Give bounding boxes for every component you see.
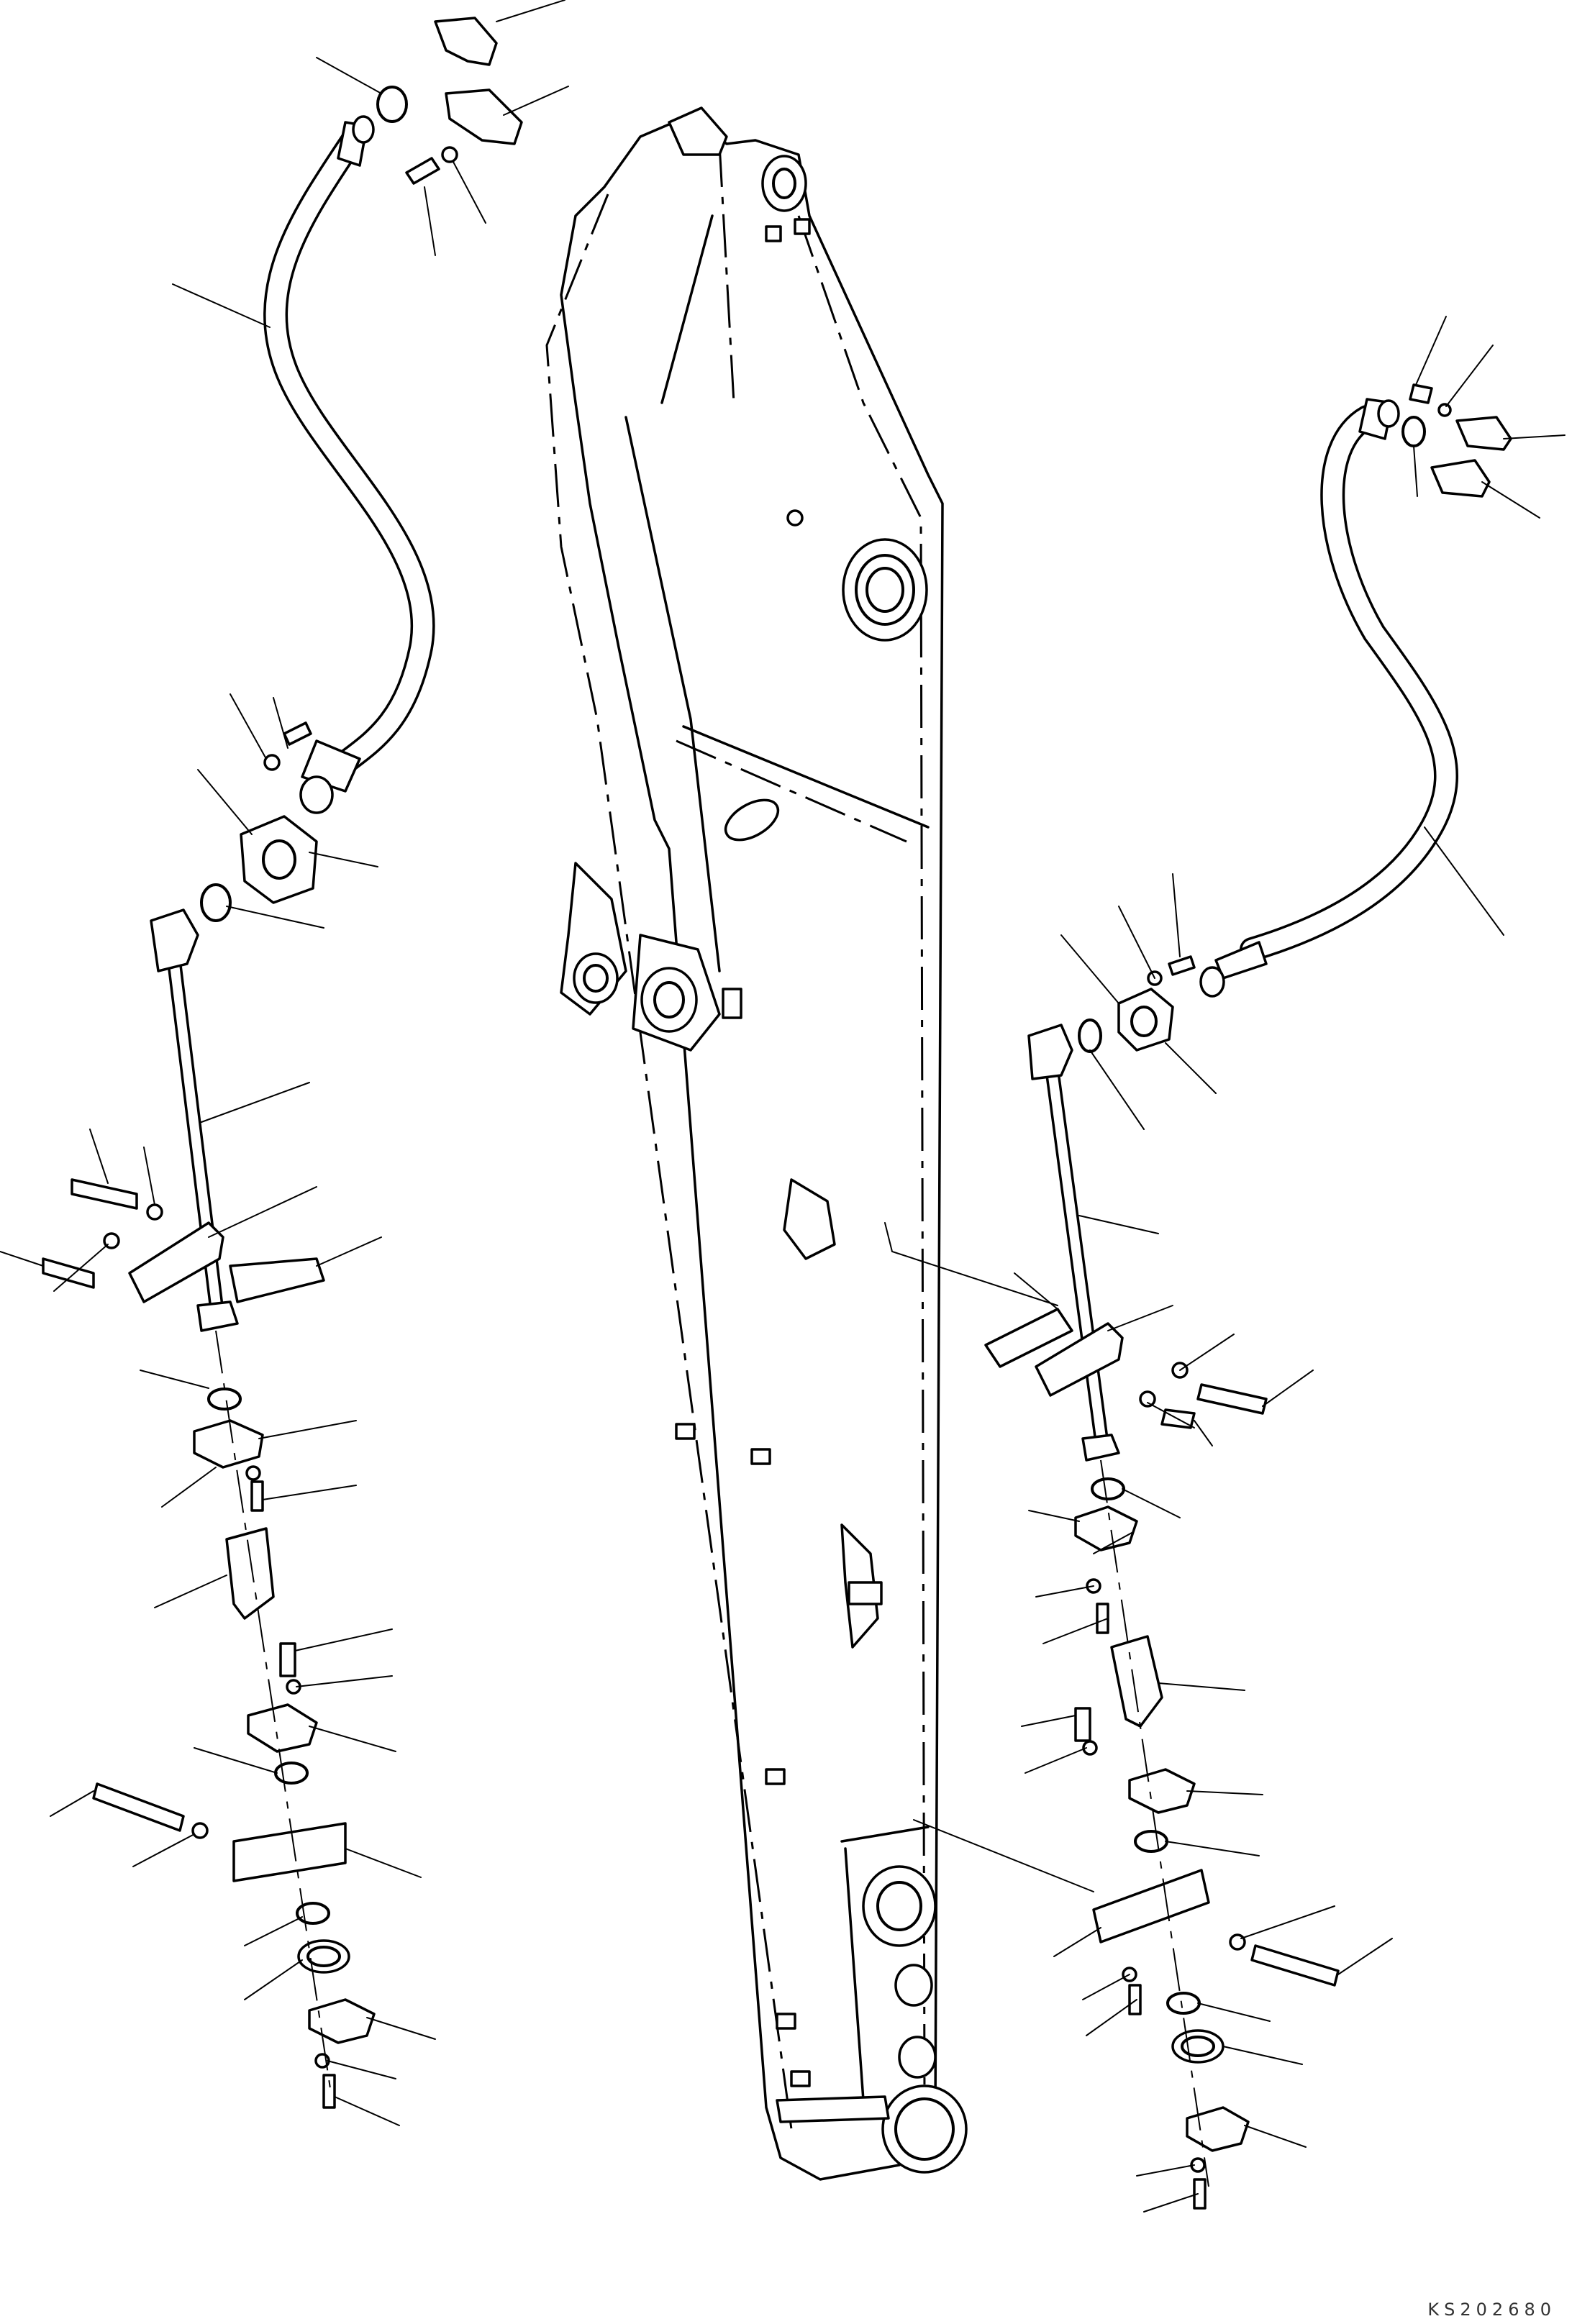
o-ring-right-3 <box>1166 1992 1201 2015</box>
o-ring-right-1 <box>1091 1477 1125 1500</box>
split-flange-right-1 <box>1074 1505 1138 1551</box>
pipe-end-flange-right <box>1081 1434 1120 1462</box>
pipe-end-flange-left <box>196 1300 239 1332</box>
split-flange-left-1 <box>193 1419 264 1469</box>
manifold-plate-left <box>232 1822 347 1882</box>
o-ring-left-2 <box>274 1762 309 1785</box>
boom-lower-pin-boss <box>862 1865 937 1947</box>
o-ring-top-left <box>376 86 408 123</box>
split-flange-right-3 <box>1186 2106 1250 2152</box>
long-bolt-left <box>92 1782 185 1832</box>
pipe-elbow-top-right <box>1027 1024 1073 1080</box>
left-hydraulic-line <box>42 17 523 2109</box>
hose-clamp-upper-right <box>1455 416 1512 451</box>
clamp-bolt-left-1 <box>71 1178 138 1210</box>
split-flange-left-3 <box>308 1998 376 2044</box>
pipe-clamp-bar-left <box>229 1257 325 1303</box>
right-hydraulic-line <box>984 383 1512 2210</box>
hydraulic-valve-block-right <box>1110 1635 1163 1728</box>
boom-structure <box>545 106 1094 2181</box>
pipe-clamp-left <box>128 1221 224 1303</box>
leader-lines <box>0 0 1566 2213</box>
o-ring-right-2 <box>1134 1830 1168 1853</box>
manifold-plate-right <box>1092 1869 1210 1943</box>
drawing-code-label: KS202680 <box>1427 2300 1556 2320</box>
o-ring-left-1 <box>207 1387 242 1411</box>
boom-clamp-bracket-upper <box>783 1178 836 1260</box>
seal-ring-right <box>1171 2029 1225 2064</box>
split-flange-left-2 <box>247 1703 318 1753</box>
o-ring-top-right <box>1401 416 1426 447</box>
clamp-bolt-right-1 <box>1196 1383 1268 1415</box>
pipe-clamp-bar-right <box>984 1308 1073 1368</box>
split-flange-left <box>240 815 318 904</box>
hose-clamp-lower-right <box>1430 459 1491 498</box>
boom-top-bracket <box>668 106 728 156</box>
hydraulic-valve-block-left <box>225 1527 275 1620</box>
split-flange-right-2 <box>1128 1768 1196 1814</box>
o-ring-left-3 <box>296 1902 330 1925</box>
pipe-clamp-right <box>1035 1322 1124 1397</box>
boom-top-pin-boss <box>761 155 807 212</box>
bolt-top-left <box>405 157 440 185</box>
seal-ring-left <box>297 1939 350 1974</box>
hose-clamp-lower-left <box>445 88 523 145</box>
long-bolt-right <box>1250 1944 1340 1987</box>
pipe-elbow-top-left <box>150 908 199 972</box>
hose-clamp-upper-left <box>434 17 498 66</box>
split-flange-right <box>1117 988 1174 1052</box>
clamp-bolt-left-2 <box>42 1257 95 1289</box>
